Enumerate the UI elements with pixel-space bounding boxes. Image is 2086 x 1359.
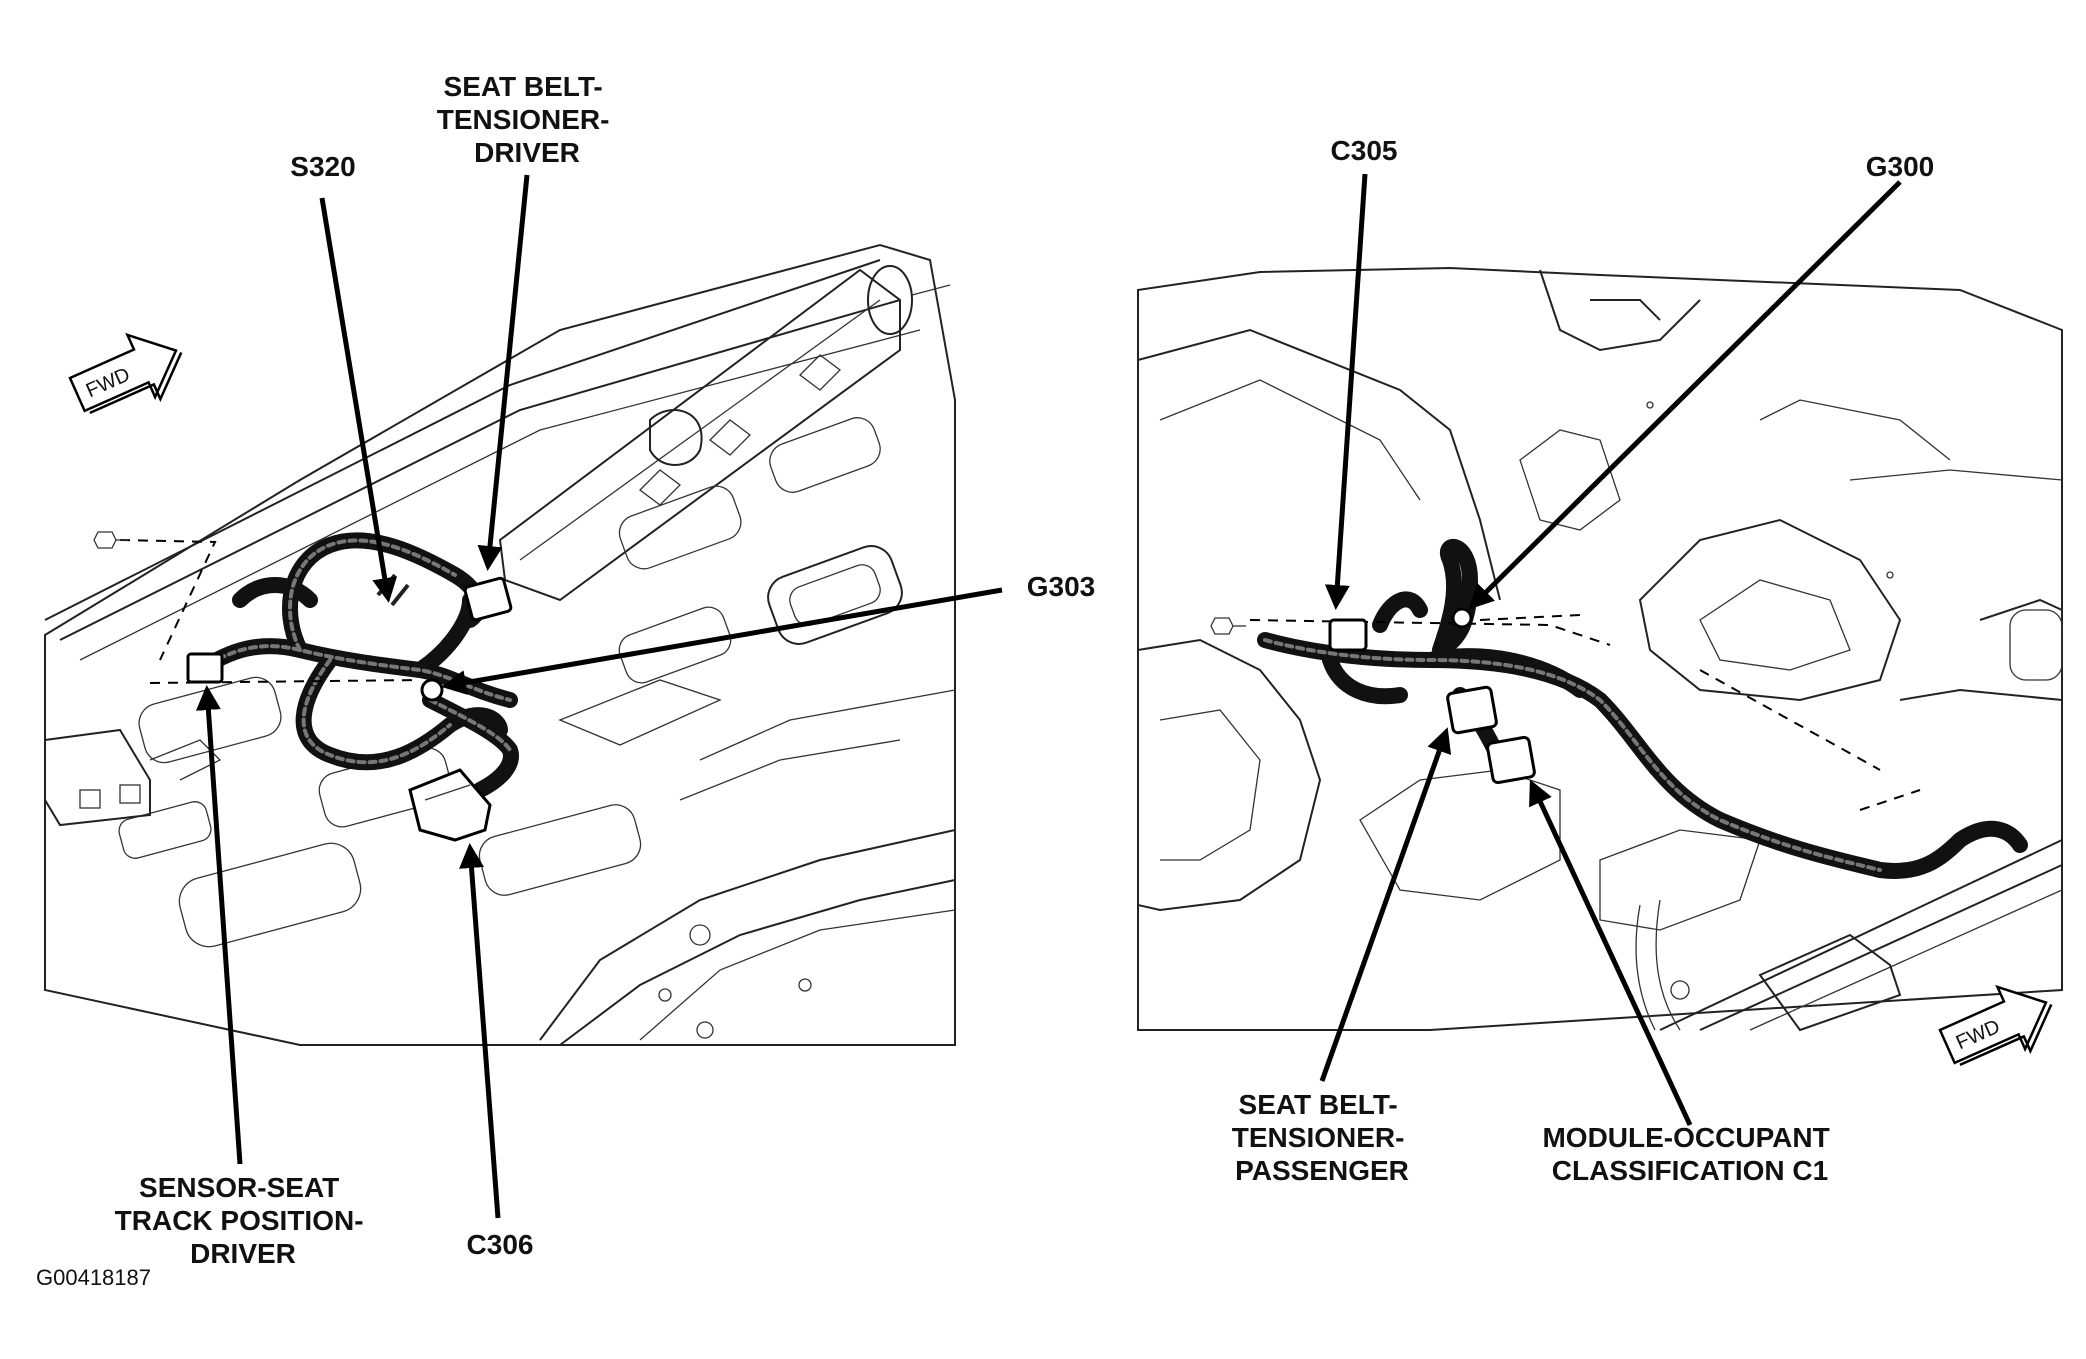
- label-g300: G300: [1866, 151, 1935, 182]
- label-c305: C305: [1331, 135, 1398, 166]
- callout-tensioner-driver: [477, 174, 530, 571]
- module-occupant-connector: [1486, 735, 1536, 785]
- right-panel-illustration: [1137, 266, 2063, 1032]
- callout-s320: [319, 197, 398, 603]
- right-wiring-harness: [1210, 539, 2028, 879]
- c305-connector: [1328, 618, 1368, 652]
- label-module-occupant-classification: MODULE-OCCUPANT CLASSIFICATION C1: [1542, 1122, 1837, 1186]
- right-ground-screw: [1210, 617, 1234, 635]
- seat-track-sensor-connector: [186, 652, 224, 684]
- label-sensor-seat-track-position-driver: SENSOR-SEAT TRACK POSITION- DRIVER: [115, 1172, 372, 1269]
- label-seat-belt-tensioner-passenger: SEAT BELT- TENSIONER- PASSENGER: [1232, 1089, 1412, 1186]
- left-panel-illustration: [44, 243, 956, 1046]
- g300-ground-eyelet: [1451, 607, 1473, 629]
- callout-sensor-seat-track: [195, 685, 243, 1165]
- figure-code: G00418187: [36, 1265, 151, 1290]
- g303-ground-eyelet: [420, 678, 444, 702]
- callout-c305: [1324, 173, 1368, 610]
- fwd-arrow-left: FWD: [68, 332, 183, 415]
- callout-lines: [195, 173, 1902, 1219]
- c306-connector: [408, 768, 492, 842]
- callout-module-occupant: [1529, 779, 1693, 1127]
- label-c306: C306: [467, 1229, 534, 1260]
- callout-c306: [459, 843, 501, 1219]
- callout-tensioner-passenger: [1319, 727, 1452, 1082]
- callout-g300: [1468, 180, 1902, 610]
- left-ground-screw: [93, 531, 117, 549]
- tensioner-driver-connector: [463, 576, 513, 622]
- label-s320: S320: [290, 151, 355, 182]
- callout-g303: [441, 587, 1003, 695]
- left-wiring-harness: [93, 531, 519, 842]
- tensioner-passenger-connector: [1446, 685, 1498, 735]
- label-g303: G303: [1027, 571, 1096, 602]
- fwd-arrow-right: FWD: [1938, 984, 2053, 1067]
- label-seat-belt-tensioner-driver: SEAT BELT- TENSIONER- DRIVER: [437, 71, 617, 168]
